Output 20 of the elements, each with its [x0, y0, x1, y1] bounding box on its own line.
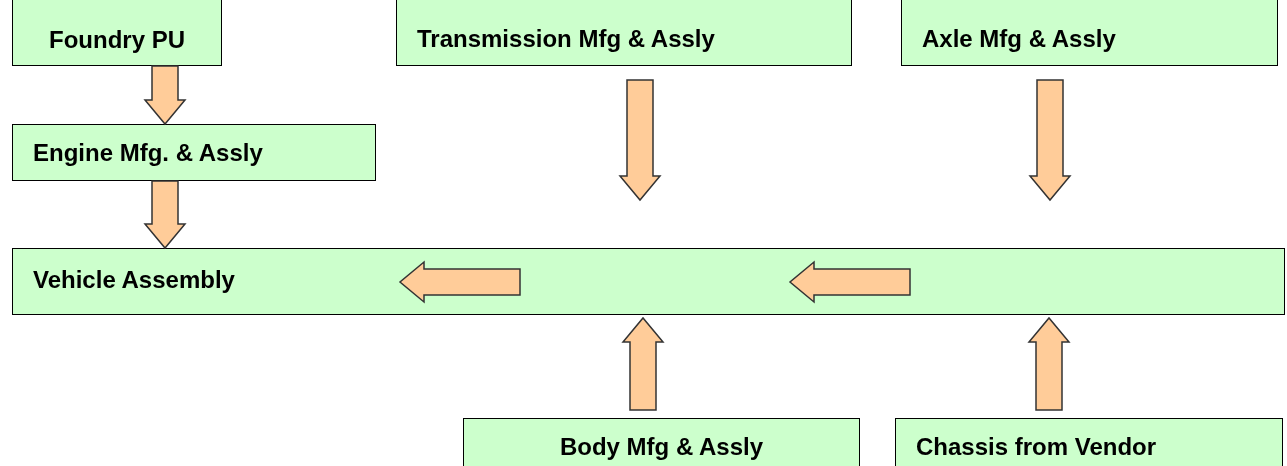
block-arrow	[618, 79, 662, 202]
block-arrow	[1027, 316, 1071, 411]
block-arrow	[621, 316, 665, 411]
process-box	[12, 124, 376, 181]
process-box	[901, 0, 1278, 66]
block-arrow	[143, 65, 187, 126]
block-arrow	[143, 180, 187, 250]
process-box	[396, 0, 852, 66]
block-arrow	[1028, 79, 1072, 202]
box-label: Body Mfg & Assly	[558, 433, 765, 461]
box-label: Vehicle Assembly	[33, 266, 235, 294]
process-box	[12, 0, 222, 66]
process-box	[895, 418, 1283, 466]
process-box	[463, 418, 860, 466]
process-box	[12, 248, 1285, 315]
box-label: Axle Mfg & Assly	[922, 25, 1116, 53]
box-label: Foundry PU	[48, 26, 186, 54]
box-label: Transmission Mfg & Assly	[417, 25, 715, 53]
box-label: Engine Mfg. & Assly	[33, 139, 263, 167]
box-label: Chassis from Vendor	[916, 433, 1157, 461]
